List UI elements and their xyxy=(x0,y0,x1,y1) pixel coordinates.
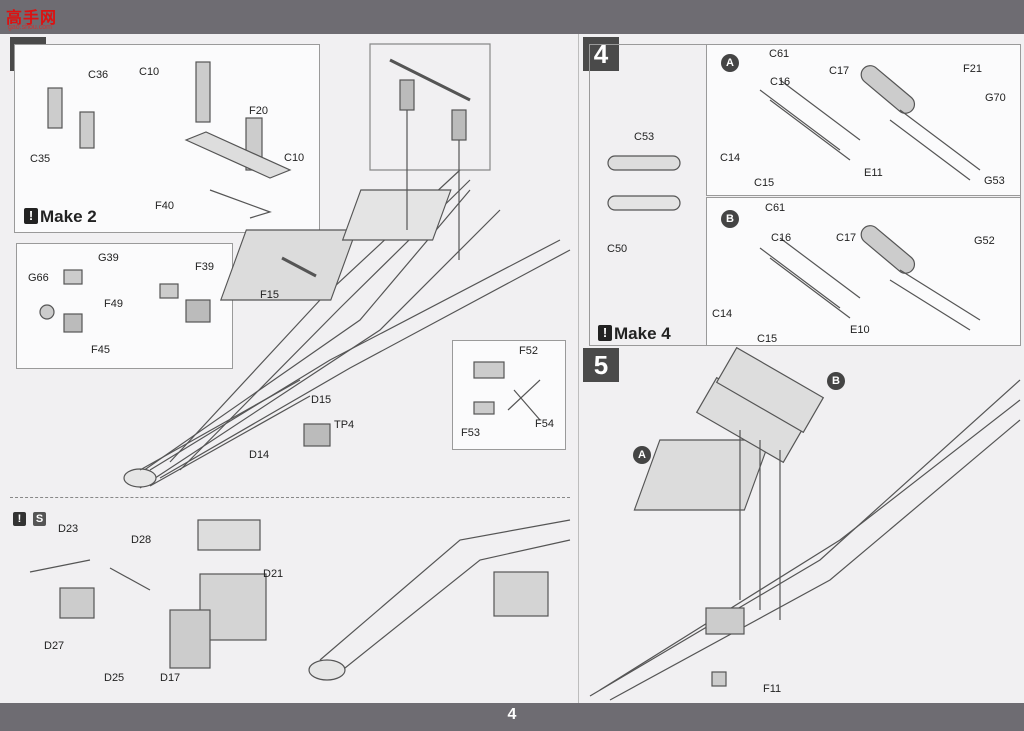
part-label: C61 xyxy=(765,202,786,214)
site-logo-subtitle: gao.shou.com xyxy=(8,24,52,31)
part-label: C35 xyxy=(30,153,51,165)
part-label: D21 xyxy=(263,568,284,580)
column-divider xyxy=(578,34,579,703)
part-label: C36 xyxy=(88,69,109,81)
part-label: C14 xyxy=(720,152,741,164)
make-2-note: !Make 2 xyxy=(24,207,97,227)
part-label: F39 xyxy=(195,261,214,273)
header-band xyxy=(0,0,1024,34)
footer-band xyxy=(0,703,1024,731)
detail-panel-f52 xyxy=(452,340,566,450)
part-label: C61 xyxy=(769,48,790,60)
part-label: D23 xyxy=(58,523,79,535)
part-label: F21 xyxy=(963,63,982,75)
part-label: F52 xyxy=(519,345,538,357)
make-4-note: !Make 4 xyxy=(598,324,671,344)
part-label: C15 xyxy=(754,177,775,189)
part-label: C17 xyxy=(836,232,857,244)
part-label: F53 xyxy=(461,427,480,439)
part-label: C50 xyxy=(607,243,628,255)
part-label: E10 xyxy=(850,324,870,336)
part-label: D14 xyxy=(249,449,270,461)
part-label: G66 xyxy=(28,272,49,284)
part-label: D15 xyxy=(311,394,332,406)
part-label: C10 xyxy=(139,66,160,78)
part-label: G53 xyxy=(984,175,1005,187)
marker-b: B xyxy=(721,210,739,228)
part-label: C14 xyxy=(712,308,733,320)
site-logo: 高手网 xyxy=(6,8,58,27)
part-label: F40 xyxy=(155,200,174,212)
part-label: C16 xyxy=(771,232,792,244)
part-label: F20 xyxy=(249,105,268,117)
part-label: G52 xyxy=(974,235,995,247)
marker-b: B xyxy=(827,372,845,390)
marker-a: A xyxy=(721,54,739,72)
detail-panel-posts xyxy=(14,44,320,233)
glue-icon: S xyxy=(33,512,46,526)
part-label: F11 xyxy=(763,683,782,695)
section-divider xyxy=(10,497,570,498)
part-label: D25 xyxy=(104,672,125,684)
part-label: C15 xyxy=(757,333,778,345)
part-label: F45 xyxy=(91,344,110,356)
part-label: C10 xyxy=(284,152,305,164)
part-label: F54 xyxy=(535,418,554,430)
marker-a: A xyxy=(633,446,651,464)
part-label: TP4 xyxy=(334,419,355,431)
part-label: D17 xyxy=(160,672,181,684)
part-label: C17 xyxy=(829,65,850,77)
caution-icon: ! xyxy=(13,512,26,526)
part-label: D27 xyxy=(44,640,65,652)
detail-panel-b xyxy=(706,197,1021,346)
part-label: C53 xyxy=(634,131,655,143)
part-label: G70 xyxy=(985,92,1006,104)
part-label: G39 xyxy=(98,252,119,264)
part-label: E11 xyxy=(864,167,883,179)
part-label: D28 xyxy=(131,534,152,546)
page-number: 4 xyxy=(507,706,517,723)
part-label: F49 xyxy=(104,298,123,310)
part-label: C16 xyxy=(770,76,791,88)
part-label: F15 xyxy=(260,289,279,301)
step-5-badge: 5 xyxy=(583,348,619,382)
